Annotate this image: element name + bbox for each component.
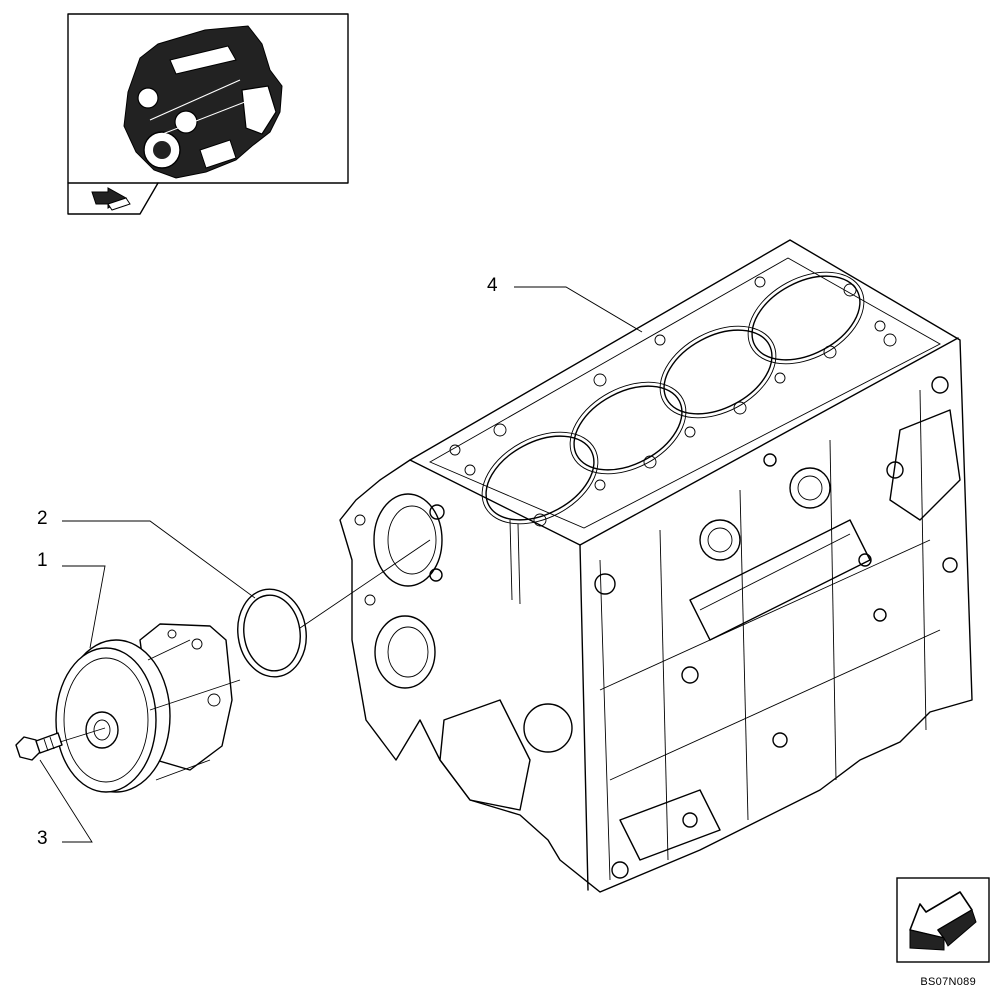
cylinder-bores <box>481 271 865 525</box>
callout-part-4: 4 <box>487 275 498 296</box>
engine-thumbnail <box>67 13 349 215</box>
front-face-bores <box>354 493 573 811</box>
view-direction-arrow-icon <box>91 187 131 211</box>
side-face-details <box>594 376 961 881</box>
engine-thumbnail-icon <box>123 25 283 179</box>
document-code: BS07N089 <box>920 976 976 988</box>
previous-page-arrow-icon[interactable] <box>896 877 990 963</box>
leader-lines <box>39 286 643 843</box>
callout-part-3: 3 <box>37 828 48 849</box>
deck-holes <box>449 276 897 527</box>
o-ring-seal <box>237 588 307 678</box>
callout-part-2: 2 <box>37 508 48 529</box>
assembly-axis-line <box>59 539 431 743</box>
water-pump <box>55 623 233 793</box>
bolt <box>15 732 63 761</box>
engine-block <box>339 239 973 893</box>
callout-part-1: 1 <box>37 550 48 571</box>
